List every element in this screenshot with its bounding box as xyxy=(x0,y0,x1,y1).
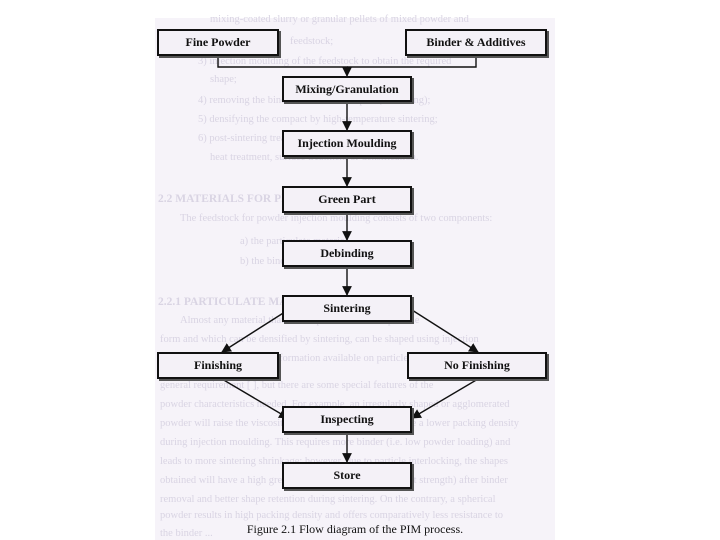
node-sintering: Sintering xyxy=(282,295,412,322)
arrow-fine-powder-to-mixing xyxy=(217,56,352,77)
arrow-sintering-to-no-finishing xyxy=(411,309,479,353)
figure-caption: Figure 2.1 Flow diagram of the PIM proce… xyxy=(246,522,464,536)
node-mixing-granulation: Mixing/Granulation xyxy=(282,76,412,102)
node-no-finishing: No Finishing xyxy=(407,352,547,379)
node-binder-additives: Binder & Additives xyxy=(405,29,547,56)
background-text-line: shape; xyxy=(210,74,237,85)
arrow-sintering-to-finishing xyxy=(221,309,289,353)
page-background xyxy=(155,18,555,540)
background-text-line: feedstock; xyxy=(290,36,334,47)
node-finishing: Finishing xyxy=(157,352,279,379)
background-text-line: powder results in high packing density a… xyxy=(160,510,504,521)
background-text-line: The feedstock for powder injection mould… xyxy=(180,213,493,224)
background-text-line: removal and better shape retention durin… xyxy=(160,494,496,505)
node-injection-moulding: Injection Moulding xyxy=(282,130,412,157)
node-inspecting: Inspecting xyxy=(282,406,412,433)
background-text-line: 5) densifying the compact by high-temper… xyxy=(198,114,438,125)
arrow-binder-to-mixing xyxy=(347,56,477,68)
background-text-line: mixing-coated slurry or granular pellets… xyxy=(210,14,469,25)
node-debinding: Debinding xyxy=(282,240,412,267)
background-text-line: moulding. Only restricted information av… xyxy=(160,353,466,364)
node-store: Store xyxy=(282,462,412,489)
background-text-line: general requirement [ ], but there are s… xyxy=(160,380,434,391)
background-text-line: powder characteristics needed. For examp… xyxy=(160,399,510,410)
arrow-finishing-to-inspecting xyxy=(221,378,289,419)
node-green-part: Green Part xyxy=(282,186,412,213)
background-text-line: leads to more sintering shrinkage; howev… xyxy=(160,456,509,467)
background-text-line: the binder ... xyxy=(160,528,213,539)
background-text-line: during injection moulding. This requires… xyxy=(160,437,511,448)
background-text-line: form and which can be densified by sinte… xyxy=(160,334,479,345)
background-text-line: heat treatment, surface treatment or den… xyxy=(210,152,419,163)
background-text-line: 3) injection moulding of the feedstock t… xyxy=(198,56,452,67)
background-heading: 2.2 MATERIALS FOR PIM xyxy=(158,193,297,205)
arrow-no-finishing-to-inspecting xyxy=(411,378,479,419)
node-fine-powder: Fine Powder xyxy=(157,29,279,56)
